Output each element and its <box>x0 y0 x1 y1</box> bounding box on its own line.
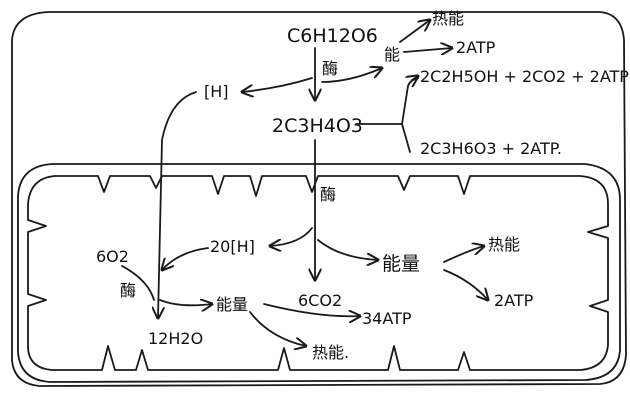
fermentation-bracket <box>402 78 418 152</box>
arrow-energy-to-heat-top <box>400 20 430 42</box>
co2-label: 6CO2 <box>298 291 342 310</box>
ethanol-branch-label: 2C2H5OH + 2CO2 + 2ATP <box>420 67 629 86</box>
arrow-h-to-water <box>158 92 196 318</box>
o2-label: 6O2 <box>96 247 129 266</box>
glucose-label: C6H12O6 <box>287 25 378 47</box>
arrow-pyruvate-to-energy <box>318 240 378 260</box>
arrow-glucose-to-h <box>242 78 312 92</box>
arrow-energy-to-heat-right <box>444 246 484 262</box>
h20-label: 20[H] <box>210 237 255 256</box>
enzyme-label-left: 酶 <box>120 281 136 300</box>
heat-energy-label-top: 热能 <box>432 9 464 28</box>
arrow-energy-to-atp-top <box>404 48 452 52</box>
mitochondrion-inner-membrane <box>28 176 608 370</box>
atp34-label: 34ATP <box>362 309 412 328</box>
arrow-energy-to-atp-right <box>444 270 488 300</box>
heat-energy-label-bottom: 热能. <box>312 343 349 362</box>
atp-label-right: 2ATP <box>494 291 534 310</box>
water-label: 12H2O <box>148 329 203 348</box>
arrow-water-to-energy <box>160 300 212 305</box>
atp-label-top: 2ATP <box>456 38 496 57</box>
heat-energy-label-right: 热能 <box>488 235 520 254</box>
arrow-energy-to-heat-bottom <box>250 312 306 346</box>
arrow-20h-to-water <box>162 248 208 270</box>
h-label-top: [H] <box>204 82 229 101</box>
lactic-branch-label: 2C3H6O3 + 2ATP. <box>420 139 562 158</box>
energy-label-bottom: 能量 <box>216 295 248 314</box>
pyruvate-label: 2C3H4O3 <box>272 115 363 137</box>
enzyme-label-mid: 酶 <box>320 185 336 204</box>
enzyme-label-top: 酶 <box>322 59 338 78</box>
arrow-pyruvate-to-20h <box>270 228 312 246</box>
energy-label-top: 能 <box>384 45 400 64</box>
large-energy-label: 能量 <box>382 253 420 275</box>
